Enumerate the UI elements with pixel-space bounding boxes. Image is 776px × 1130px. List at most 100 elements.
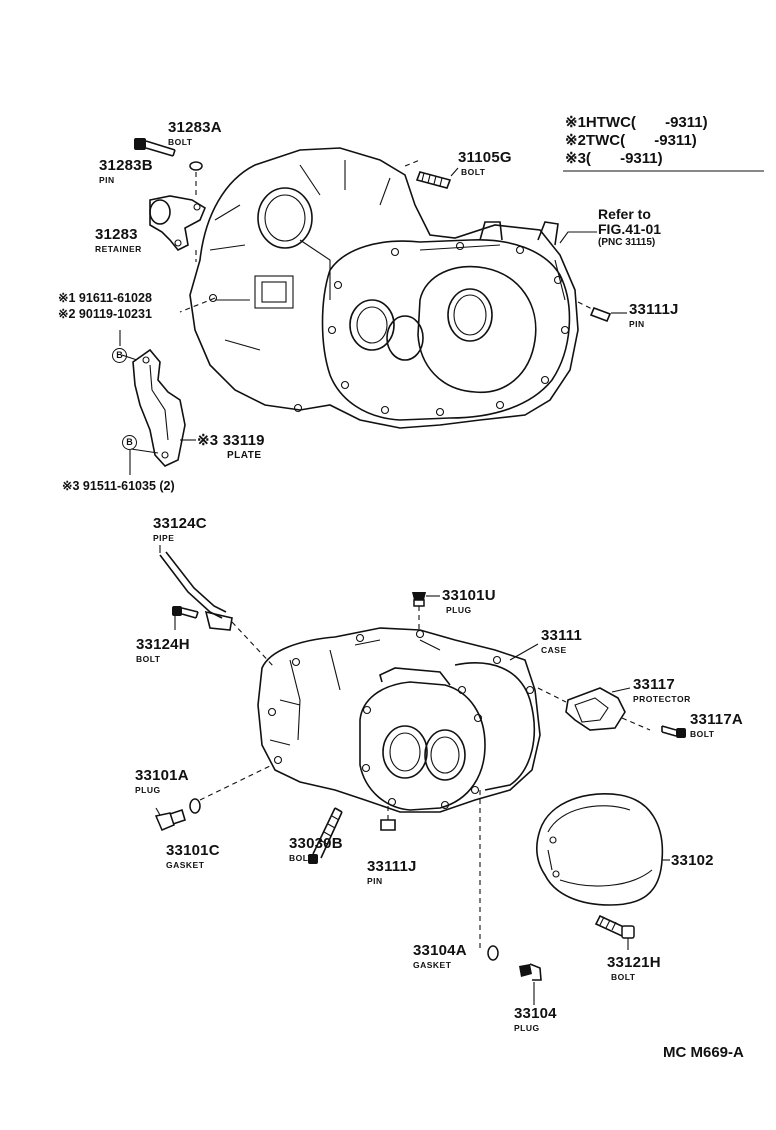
plug-33104-drawing bbox=[519, 963, 542, 1005]
bolt-number-90119-10231: ※2 90119-10231 bbox=[58, 308, 152, 321]
part-number: 33117 bbox=[633, 676, 675, 693]
part-label-33124C: 33124C PIPE bbox=[153, 516, 207, 543]
part-label-33101C: 33101C GASKET bbox=[166, 843, 220, 870]
part-label-33111: 33111 CASE bbox=[541, 628, 582, 655]
part-number: 31283 bbox=[95, 226, 138, 243]
transaxle-housing-drawing bbox=[189, 147, 579, 429]
bolt-33121H-drawing bbox=[594, 914, 635, 950]
part-name: PLUG bbox=[135, 785, 161, 795]
bolt-33030B-drawing bbox=[308, 807, 343, 864]
bolt-31105G-drawing bbox=[404, 159, 452, 189]
legend-model-1: HTWC bbox=[585, 114, 631, 131]
option-mark: ※2 bbox=[58, 307, 76, 321]
part-number: 33101C bbox=[166, 842, 220, 859]
part-number: 33121H bbox=[607, 954, 661, 971]
part-label-33104A: 33104A GASKET bbox=[413, 943, 467, 970]
part-number: 33104 bbox=[514, 1005, 557, 1022]
bolt-circle-b-upper: B bbox=[112, 346, 127, 363]
cover-33102-drawing bbox=[535, 792, 670, 906]
plug-33101A-drawing bbox=[154, 807, 186, 831]
part-name: PIPE bbox=[153, 533, 175, 543]
part-number: 31283A bbox=[168, 119, 222, 136]
legend-range-1: ( -9311) bbox=[630, 114, 708, 131]
part-label-33124H: 33124H BOLT bbox=[136, 637, 190, 664]
part-name: PLUG bbox=[514, 1023, 540, 1033]
part-label-33102: 33102 bbox=[671, 853, 714, 869]
legend-range-2: ( -9311) bbox=[620, 132, 697, 149]
part-name: CASE bbox=[541, 645, 567, 655]
reference-line-3: (PNC 31115) bbox=[598, 237, 656, 248]
part-name: PIN bbox=[367, 876, 383, 886]
part-number: 33111J bbox=[629, 301, 679, 318]
figure-reference: Refer to FIG.41-01 (PNC 31115) bbox=[598, 207, 661, 248]
part-name: BOLT bbox=[461, 167, 486, 177]
bolt-part-number: 91611-61028 bbox=[78, 291, 152, 305]
part-name: PIN bbox=[99, 175, 115, 185]
part-number: 33111 bbox=[541, 627, 583, 644]
part-number: 33124H bbox=[136, 636, 190, 653]
retainer-31283-drawing bbox=[149, 195, 207, 252]
bolt-number-91511-61035: ※3 91511-61035 (2) bbox=[62, 480, 175, 493]
part-number: 33117A bbox=[690, 711, 743, 728]
bolt-part-number: 90119-10231 bbox=[78, 307, 152, 321]
part-number: 33119 bbox=[222, 432, 265, 449]
part-name: BOLT bbox=[611, 972, 636, 982]
part-name: PIN bbox=[629, 319, 645, 329]
part-name: BOLT bbox=[168, 137, 193, 147]
legend-mark-3: ※3 bbox=[565, 150, 586, 167]
part-label-31283A: 31283A BOLT bbox=[168, 120, 222, 147]
part-name: GASKET bbox=[413, 960, 452, 970]
part-number: 31283B bbox=[99, 157, 153, 174]
part-name: BOLT bbox=[289, 853, 314, 863]
part-number: 33124C bbox=[153, 515, 207, 532]
legend-model-2: TWC bbox=[585, 132, 621, 149]
part-number: 33104A bbox=[413, 942, 467, 959]
transmission-case-drawing bbox=[257, 627, 541, 813]
part-label-31283: 31283 RETAINER bbox=[95, 227, 142, 254]
part-name: PLATE bbox=[227, 450, 262, 461]
reference-line-2: FIG.41-01 bbox=[598, 221, 662, 237]
legend-mark-2: ※2 bbox=[565, 132, 586, 149]
part-label-31105G: 31105G BOLT bbox=[458, 150, 512, 177]
part-name: BOLT bbox=[136, 654, 161, 664]
part-label-33104: 33104 PLUG bbox=[514, 1006, 557, 1033]
part-name: PROTECTOR bbox=[633, 694, 691, 704]
pipe-33124C-drawing bbox=[159, 545, 276, 669]
bolt-33124H-drawing bbox=[172, 606, 199, 630]
circle-b-icon: B bbox=[122, 435, 137, 450]
drawing-code: MC M669-A bbox=[663, 1044, 744, 1061]
part-number: 33101A bbox=[135, 767, 189, 784]
part-label-33101A: 33101A PLUG bbox=[135, 768, 189, 795]
part-name: BOLT bbox=[690, 729, 715, 739]
part-label-33117A: 33117A BOLT bbox=[690, 712, 743, 739]
part-name: PLUG bbox=[446, 605, 472, 615]
part-number: 31105G bbox=[458, 149, 512, 166]
bolt-31283A-drawing bbox=[134, 138, 176, 157]
gasket-33101C-drawing bbox=[189, 764, 273, 814]
part-name: RETAINER bbox=[95, 244, 142, 254]
part-label-33119: ※3 33119 PLATE bbox=[197, 433, 265, 461]
pin-33111J-bottom-drawing bbox=[380, 806, 396, 831]
bolt-number-91611-61028: ※1 91611-61028 bbox=[58, 292, 152, 305]
plug-33101U-drawing bbox=[412, 592, 440, 632]
reference-line-1: Refer to bbox=[598, 206, 651, 222]
gasket-33104A-drawing bbox=[479, 790, 499, 961]
part-label-33111J-top: 33111J PIN bbox=[629, 302, 679, 329]
part-label-31283B: 31283B PIN bbox=[99, 158, 153, 185]
pin-33111J-top-drawing bbox=[577, 301, 627, 323]
option-mark: ※3 bbox=[197, 432, 219, 449]
option-mark: ※3 bbox=[62, 479, 80, 493]
part-number: 33101U bbox=[442, 587, 496, 604]
part-label-33117: 33117 PROTECTOR bbox=[633, 677, 691, 704]
part-label-33101U: 33101U PLUG bbox=[442, 588, 496, 615]
part-label-33030B: 33030B BOLT bbox=[289, 836, 343, 863]
legend-mark-1: ※1 bbox=[565, 114, 586, 131]
circle-b-icon: B bbox=[112, 348, 127, 363]
part-name: GASKET bbox=[166, 860, 205, 870]
protector-33117-drawing bbox=[537, 687, 651, 731]
bolt-33117A-drawing bbox=[661, 725, 686, 738]
pin-31283B-drawing bbox=[189, 161, 203, 171]
part-label-33111J-bottom: 33111J PIN bbox=[367, 859, 417, 886]
part-label-33121H: 33121H BOLT bbox=[607, 955, 661, 982]
